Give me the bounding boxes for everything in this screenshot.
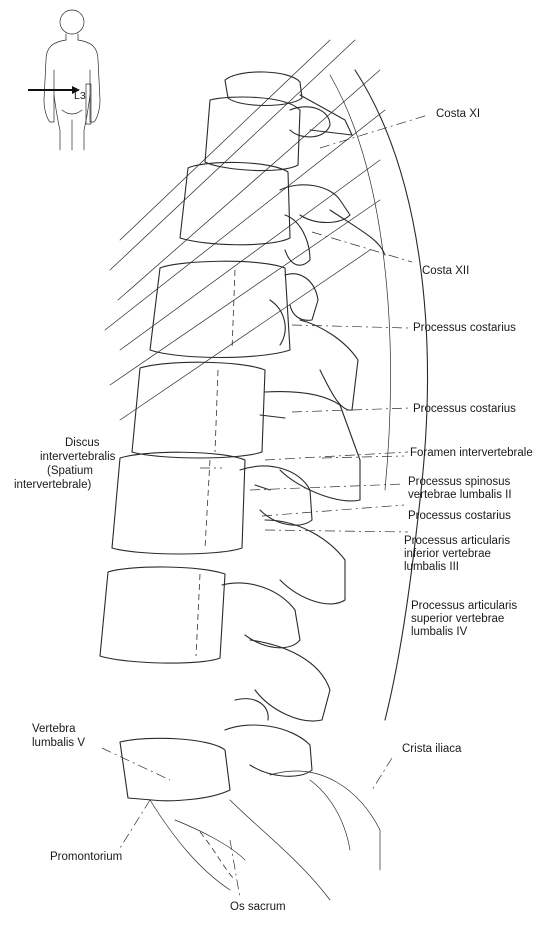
sacrum-pelvis (150, 771, 380, 900)
inset-marker-label: L3 (74, 90, 86, 102)
vertebra-l2 (132, 362, 360, 501)
label-vertebra-l5-line1: Vertebra (32, 723, 76, 735)
vertebra-l1 (150, 261, 358, 410)
label-foramen-intervertebrale: Foramen intervertebrale (410, 447, 533, 459)
vertebra-t12 (180, 162, 385, 265)
vertebra-t11 (205, 72, 352, 171)
vertebra-l3 (112, 452, 345, 604)
label-proc-art-inf-line3: lumbalis III (404, 561, 459, 573)
label-promontorium: Promontorium (50, 851, 122, 863)
label-processus-costarius-2: Processus costarius (413, 403, 516, 415)
label-proc-art-sup-line1: Processus articularis (411, 600, 517, 612)
label-processus-spinosus-line2: vertebrae lumbalis II (408, 489, 512, 501)
label-vertebra-l5-line2: lumbalis V (32, 737, 85, 749)
label-proc-art-inf-line1: Processus articularis (404, 535, 510, 547)
label-discus-line1: Discus (65, 437, 100, 449)
label-costa-xii: Costa XII (422, 265, 469, 277)
label-proc-art-sup-line2: superior vertebrae (411, 613, 504, 625)
label-processus-costarius-3: Processus costarius (408, 510, 511, 522)
leader-lines (102, 115, 428, 898)
label-discus-line3: (Spatium (47, 465, 93, 477)
hidden-contours (196, 270, 235, 880)
label-discus-line4: intervertebrale) (14, 479, 92, 491)
ribcage-arc-inner (330, 75, 390, 490)
label-processus-costarius-1: Processus costarius (413, 322, 516, 334)
label-os-sacrum: Os sacrum (230, 901, 286, 913)
label-proc-art-inf-line2: inferior vertebrae (404, 548, 491, 560)
label-processus-spinosus-line1: Processus spinosus (408, 476, 511, 488)
vertebra-l5 (120, 699, 312, 801)
label-discus-line2: intervertebralis (40, 451, 116, 463)
label-crista-iliaca: Crista iliaca (402, 743, 462, 755)
inset-body-figure (44, 10, 100, 150)
vertebra-l4 (100, 567, 330, 721)
label-costa-xi: Costa XI (436, 108, 480, 120)
label-proc-art-sup-line3: lumbalis IV (411, 626, 468, 638)
